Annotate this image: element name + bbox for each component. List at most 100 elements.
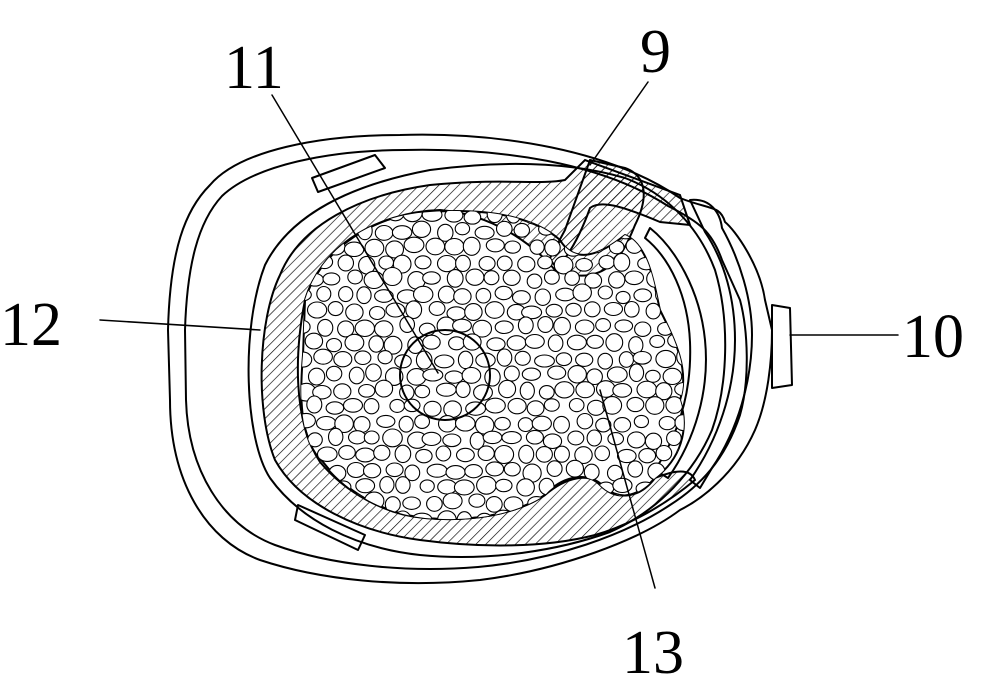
foam-cell [426, 238, 445, 255]
foam-cell [357, 287, 371, 304]
foam-cell [569, 399, 584, 412]
foam-cell [447, 270, 463, 288]
foam-cell [587, 430, 601, 446]
foam-cell [495, 286, 512, 299]
foam-cell [608, 433, 624, 445]
foam-cell [587, 335, 604, 348]
foam-cell [535, 289, 550, 305]
foam-cell [614, 418, 631, 432]
foam-cell [575, 320, 594, 334]
foam-cell [515, 351, 530, 365]
foam-cell [595, 446, 610, 461]
foam-cell [577, 414, 593, 429]
foam-cell [599, 256, 614, 269]
foam-cell [634, 415, 648, 427]
foam-cell [346, 304, 363, 321]
foam-cell [565, 271, 580, 285]
foam-cell [463, 334, 481, 350]
foam-cell [487, 338, 505, 351]
foam-cell [619, 352, 633, 368]
foam-cell [347, 463, 365, 478]
foam-cell [415, 385, 430, 397]
foam-cell [666, 397, 683, 414]
foam-cell [517, 479, 535, 496]
foam-cell [502, 432, 521, 444]
foam-cell [520, 382, 534, 399]
foam-cell [437, 383, 457, 396]
foam-cell [392, 226, 411, 240]
foam-cell [548, 366, 566, 379]
leader-line-12 [100, 320, 260, 330]
foam-cell [485, 398, 505, 413]
foam-cell [435, 355, 454, 368]
foam-cell [364, 464, 381, 478]
brim-clip-top [312, 155, 385, 192]
foam-cell [383, 429, 403, 447]
foam-cell [445, 371, 463, 383]
foam-cell [508, 398, 526, 413]
foam-cell [354, 417, 370, 433]
foam-cell [369, 336, 384, 352]
foam-cell [446, 466, 465, 480]
foam-cell [309, 368, 325, 385]
foam-cell [576, 382, 595, 398]
foam-cell [404, 237, 424, 252]
foam-cell [526, 430, 543, 444]
foam-cell [663, 368, 682, 384]
foam-cell [656, 446, 672, 461]
foam-cell [443, 493, 462, 509]
foam-cell [637, 381, 657, 398]
foam-cell [466, 269, 484, 285]
foam-cell [484, 271, 499, 285]
foam-cell [356, 448, 375, 462]
foam-cell [339, 446, 356, 460]
foam-cell [465, 465, 483, 478]
foam-cell [477, 476, 497, 494]
foam-cell [427, 464, 447, 477]
foam-cell [656, 254, 673, 268]
foam-cell [329, 428, 343, 445]
foam-cell [689, 399, 706, 415]
foam-cell [386, 303, 405, 317]
foam-cell [497, 221, 513, 236]
label-9: 9 [640, 18, 671, 86]
foam-cell [646, 370, 661, 382]
foam-cell [415, 256, 431, 269]
foam-cell [476, 288, 491, 303]
foam-cell [546, 304, 562, 317]
foam-cell [364, 399, 379, 414]
foam-cell [638, 257, 655, 269]
foam-cell [403, 497, 421, 509]
foam-cell [544, 399, 559, 411]
foam-cell [598, 353, 613, 369]
foam-cell [317, 287, 331, 302]
foam-cell [449, 337, 465, 350]
foam-cell [463, 237, 480, 255]
foam-cell [456, 382, 470, 398]
foam-cell [530, 240, 544, 254]
foam-cell [495, 446, 514, 464]
foam-core [293, 204, 707, 530]
foam-cell [497, 256, 512, 270]
foam-cell [420, 480, 434, 492]
label-13: 13 [622, 619, 684, 686]
foam-cell [416, 449, 432, 462]
foam-cell [554, 416, 570, 433]
foam-cell [668, 334, 685, 348]
foam-cell [613, 478, 632, 492]
foam-cell [555, 382, 574, 398]
foam-cell [518, 257, 535, 272]
foam-cell [423, 335, 440, 349]
foam-cell [375, 226, 393, 241]
foam-cell [686, 240, 702, 252]
foam-cell [328, 302, 343, 316]
foam-cell [609, 272, 625, 288]
foam-cell [518, 418, 533, 432]
foam-cell [475, 226, 494, 239]
foam-cell [334, 384, 351, 399]
foam-cell [457, 448, 475, 461]
foam-cell [344, 399, 363, 413]
foam-cell [596, 319, 611, 332]
foam-cell [323, 273, 340, 285]
